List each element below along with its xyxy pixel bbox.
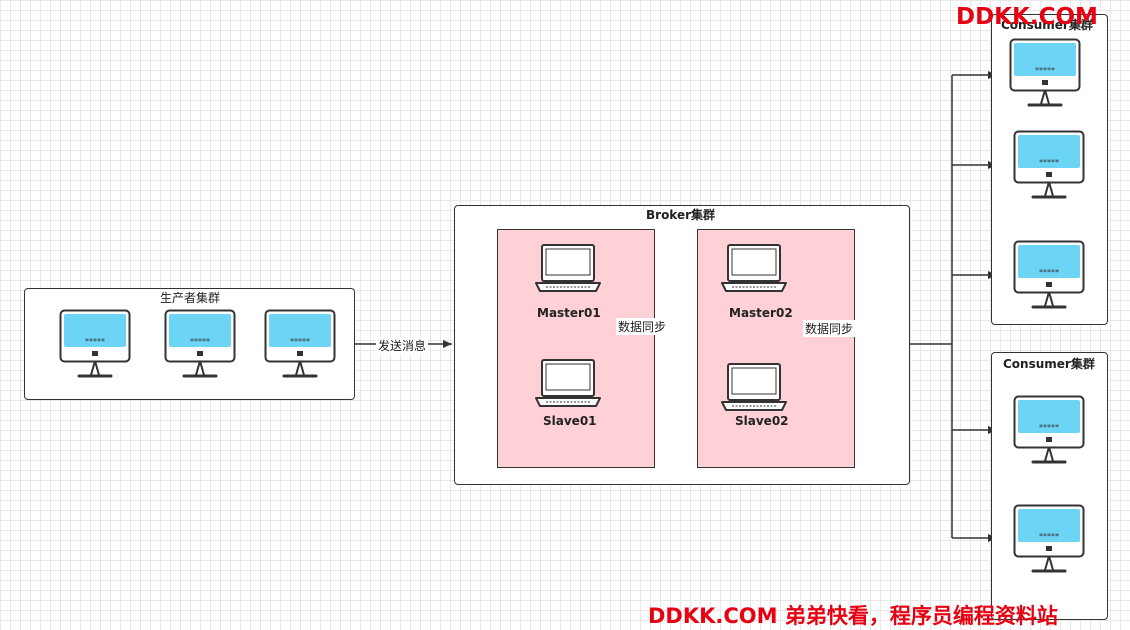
monitor-screen-text: ***** [1039,158,1059,167]
slave01-label: Slave01 [543,414,597,428]
producer-desktop-1: ***** [59,309,131,385]
sync-label-2: 数据同步 [803,320,856,337]
laptop-icon [721,244,787,292]
broker-group-1 [497,229,655,468]
consumer-desktop-2: ***** [1013,130,1085,206]
desktop-monitor-icon: ***** [164,309,236,378]
desktop-monitor-icon: ***** [59,309,131,378]
desktop-monitor-icon: ***** [1013,130,1085,199]
master02-laptop [718,243,790,299]
laptop-icon [535,359,601,407]
desktop-monitor-icon: ***** [1013,504,1085,573]
slave02-label: Slave02 [735,414,789,428]
master01-laptop [532,243,604,299]
desktop-monitor-icon: ***** [1013,240,1085,309]
producer-desktop-3: ***** [264,309,336,385]
laptop-icon [721,363,787,411]
master02-label: Master02 [729,306,793,320]
monitor-screen-text: ***** [290,337,310,346]
sync-label-1: 数据同步 [616,318,669,335]
consumer-desktop-5: ***** [1013,504,1085,580]
monitor-screen-text: ***** [1039,423,1059,432]
send-message-label: 发送消息 [376,337,429,354]
consumer-cluster-bottom-title: Consumer集群 [1003,357,1095,371]
desktop-monitor-icon: ***** [1013,395,1085,464]
desktop-monitor-icon: ***** [1009,38,1081,107]
monitor-screen-text: ***** [1039,268,1059,277]
producer-cluster-title: 生产者集群 [160,291,221,305]
consumer-cluster-top-title: Consumer集群 [1001,18,1093,32]
slave02-laptop [718,362,790,418]
broker-cluster-title: Broker集群 [646,208,716,222]
master01-label: Master01 [537,306,601,320]
monitor-screen-text: ***** [1039,532,1059,541]
consumer-desktop-3: ***** [1013,240,1085,316]
slave01-laptop [532,358,604,414]
monitor-screen-text: ***** [85,337,105,346]
consumer-desktop-4: ***** [1013,395,1085,471]
monitor-screen-text: ***** [1035,66,1055,75]
monitor-screen-text: ***** [190,337,210,346]
desktop-monitor-icon: ***** [264,309,336,378]
watermark-bottom: DDKK.COM 弟弟快看，程序员编程资料站 [648,604,1058,628]
consumer-desktop-1: ***** [1009,38,1081,114]
laptop-icon [535,244,601,292]
watermark-top: DDKK.COM [956,4,1098,30]
producer-desktop-2: ***** [164,309,236,385]
